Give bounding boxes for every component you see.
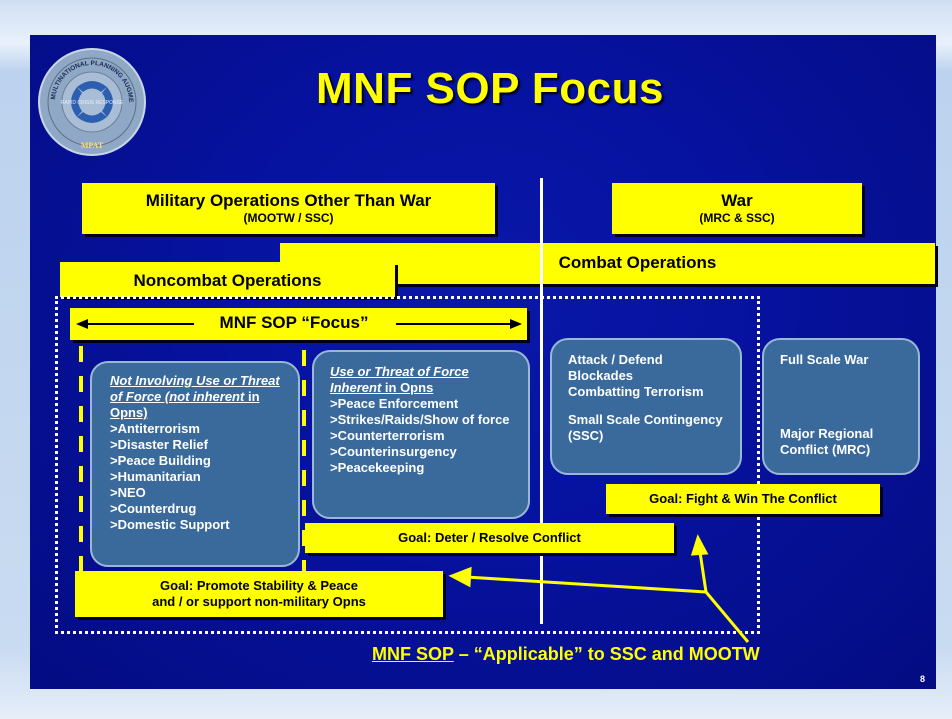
seal-bottom-text: MPAT [81, 141, 104, 150]
list-item: >NEO [110, 485, 146, 500]
war-sublabel: (MRC & SSC) [699, 211, 775, 225]
list-item: >Domestic Support [110, 517, 230, 532]
double-arrow-icon [76, 319, 522, 329]
list-item: >Humanitarian [110, 469, 201, 484]
box-attack-defend: Attack / Defend Blockades Combatting Ter… [550, 338, 742, 475]
list-item: Attack / Defend [568, 352, 663, 367]
goal-promote-line1: Goal: Promote Stability & Peace [160, 578, 358, 593]
ssc-label: Small Scale Contingency (SSC) [568, 412, 723, 443]
noncombat-operations-bar: Noncombat Operations [60, 262, 395, 297]
war-label: War [721, 191, 753, 210]
full-scale-war-label: Full Scale War [780, 352, 869, 367]
box-not-involving-force: Not Involving Use or Threat of Force (no… [90, 361, 300, 567]
goal-promote-stability: Goal: Promote Stability & Peace and / or… [75, 571, 443, 617]
goal-deter-resolve: Goal: Deter / Resolve Conflict [305, 523, 674, 553]
list-item: Blockades [568, 368, 634, 383]
focus-label: MNF SOP “Focus” [219, 313, 369, 332]
noncombat-operations-label: Noncombat Operations [133, 271, 322, 290]
dashed-line-middle [302, 350, 306, 576]
list-item: >Strikes/Raids/Show of force [330, 412, 510, 427]
list-item: >Disaster Relief [110, 437, 208, 452]
use-threat-header: Use or Threat of Force Inherent in Opns [330, 364, 469, 395]
list-item: >Antiterrorism [110, 421, 200, 436]
arrowhead-up-icon [690, 534, 709, 556]
list-item: >Peace Enforcement [330, 396, 459, 411]
goal-deter-label: Goal: Deter / Resolve Conflict [398, 530, 581, 545]
list-item: >Counterterrorism [330, 428, 445, 443]
box-use-threat-force: Use or Threat of Force Inherent in Opns … [312, 350, 530, 519]
seal-center-text: RAPID CRISIS RESPONSE [61, 100, 124, 106]
page-number: 8 [920, 674, 926, 684]
footer-statement: MNF SOP – “Applicable” to SSC and MOOTW [372, 644, 760, 665]
list-item: >Counterinsurgency [330, 444, 457, 459]
dashed-line-left [79, 346, 83, 572]
box-full-scale-war: Full Scale War Major Regional Conflict (… [762, 338, 920, 475]
slide-title: MNF SOP Focus [316, 64, 664, 113]
footer-rest: – “Applicable” to SSC and MOOTW [453, 644, 760, 664]
goal-fight-label: Goal: Fight & Win The Conflict [649, 491, 837, 506]
goal-fight-win: Goal: Fight & Win The Conflict [606, 484, 880, 514]
mpat-seal-logo: MULTINATIONAL PLANNING AUGMENTATION TEAM… [37, 47, 146, 156]
mrc-label: Major Regional Conflict (MRC) [780, 426, 874, 457]
list-item: Combatting Terrorism [568, 384, 704, 399]
arrow-stem [704, 591, 750, 643]
divider-line [540, 178, 543, 624]
arrowhead-left-icon [448, 566, 472, 588]
footer-underlined: MNF SOP [372, 644, 454, 664]
focus-bar: MNF SOP “Focus” [70, 308, 527, 340]
goal-promote-line2: and / or support non-military Opns [152, 594, 366, 609]
list-item: >Peacekeeping [330, 460, 425, 475]
arrow-to-promote [465, 575, 707, 594]
arrow-to-deter [698, 551, 708, 593]
not-involving-header: Not Involving Use or Threat of Force (no… [110, 373, 280, 420]
war-header: War (MRC & SSC) [612, 183, 862, 234]
mootw-label: Military Operations Other Than War [145, 191, 432, 210]
list-item: >Counterdrug [110, 501, 197, 516]
list-item: >Peace Building [110, 453, 211, 468]
focus-dotted-boundary [55, 296, 760, 634]
mootw-header: Military Operations Other Than War (MOOT… [82, 183, 495, 234]
mootw-sublabel: (MOOTW / SSC) [243, 211, 334, 225]
combat-operations-label: Combat Operations [558, 253, 717, 272]
